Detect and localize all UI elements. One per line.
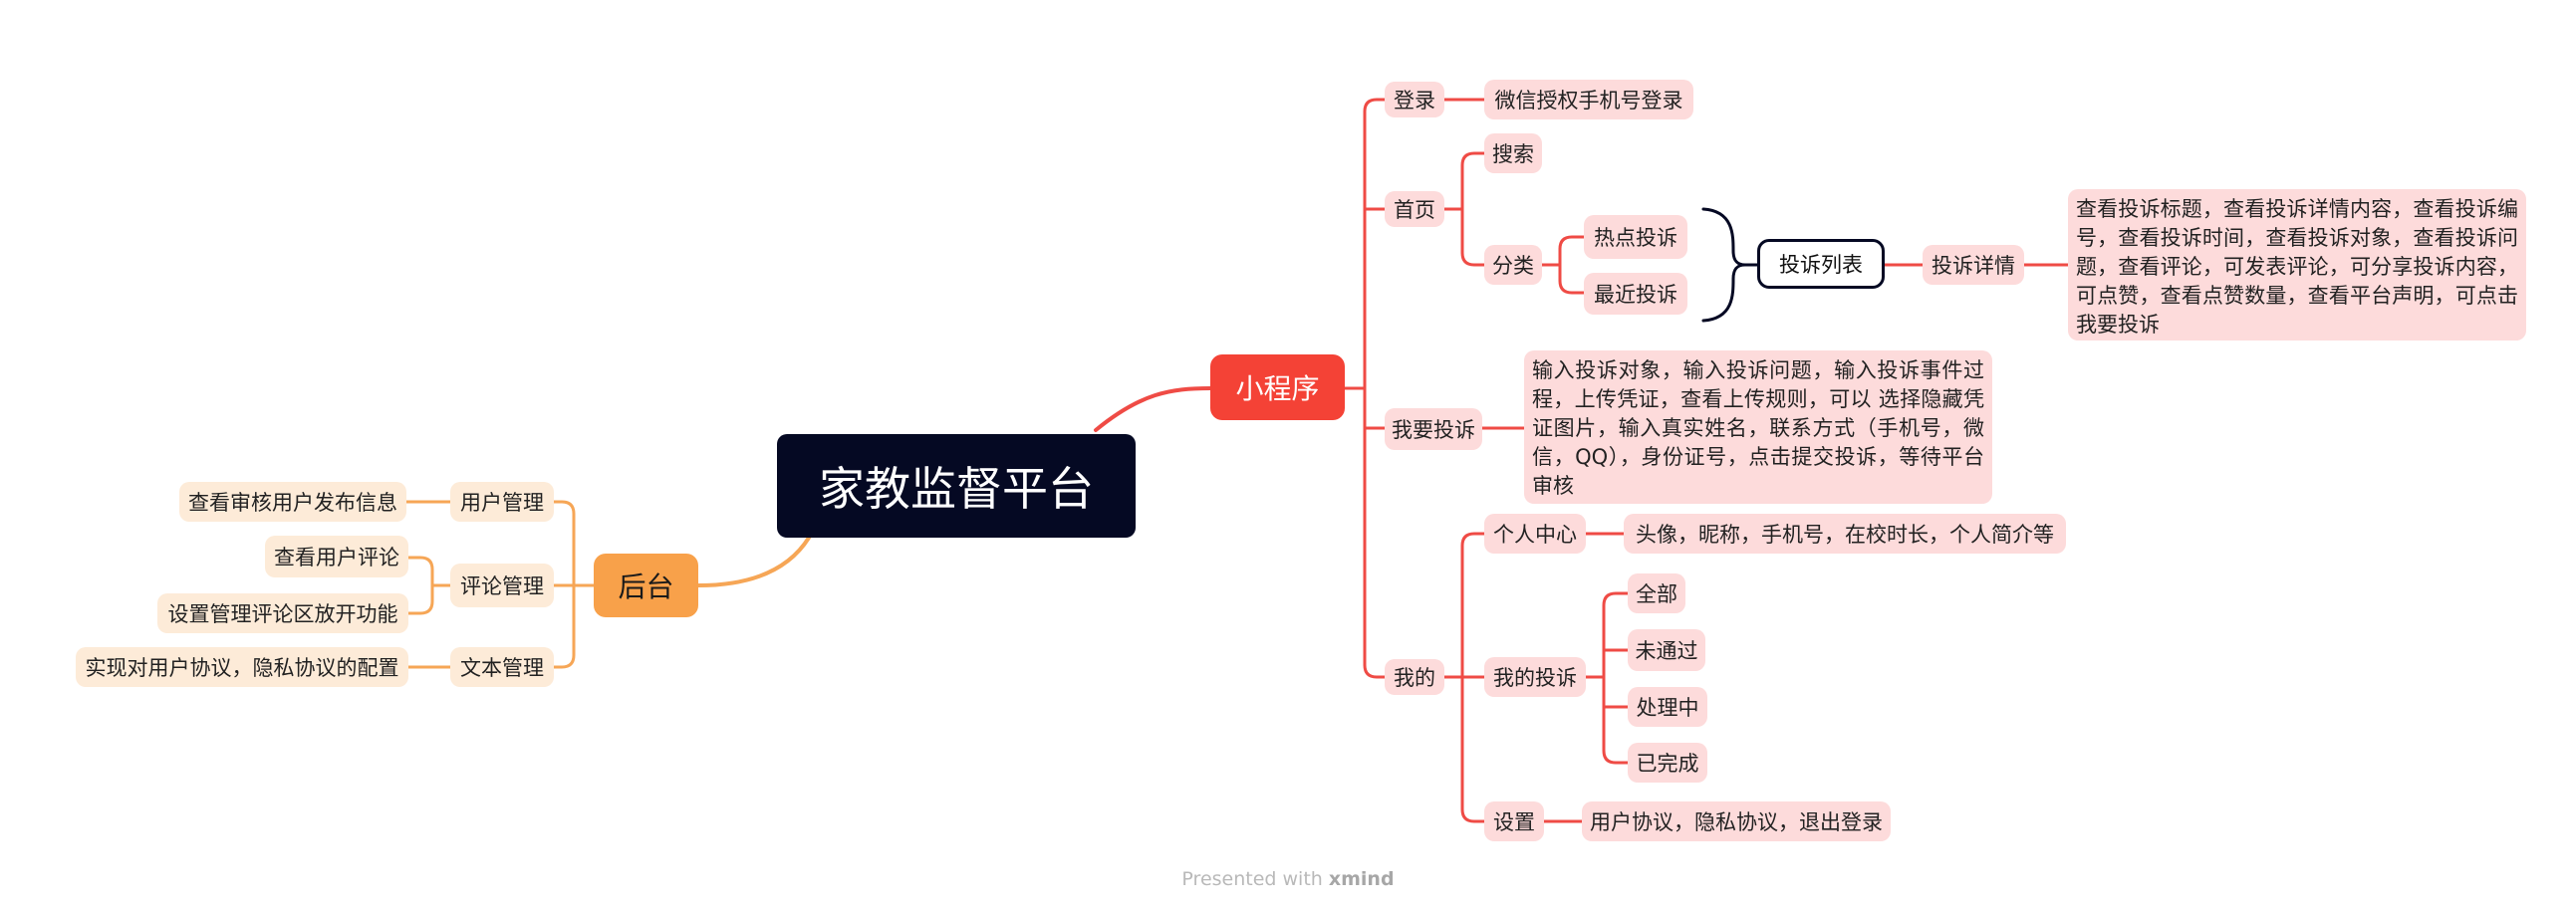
topic-hot-complaints[interactable]: 热点投诉	[1584, 215, 1687, 259]
topic-complain[interactable]: 我要投诉	[1385, 408, 1482, 450]
link-root-backend	[696, 536, 811, 587]
topic-settings[interactable]: 设置	[1484, 801, 1544, 841]
link-mp-trunk	[1343, 98, 1387, 679]
topic-mine[interactable]: 我的	[1385, 659, 1444, 695]
topic-complaint-list[interactable]: 投诉列表	[1757, 239, 1885, 289]
topic-login[interactable]: 登录	[1385, 82, 1444, 117]
topic-user-mgmt-detail[interactable]: 查看审核用户发布信息	[179, 482, 406, 522]
topic-category[interactable]: 分类	[1484, 245, 1542, 285]
topic-my-complaints[interactable]: 我的投诉	[1484, 657, 1586, 697]
link-backend-trunk	[552, 500, 596, 669]
link-root-miniprogram	[1094, 386, 1212, 432]
topic-backend[interactable]: 后台	[594, 554, 698, 617]
link-mp-branches	[1363, 207, 1387, 430]
topic-status-all[interactable]: 全部	[1628, 573, 1685, 613]
topic-comment-mgmt[interactable]: 评论管理	[450, 564, 554, 607]
root-topic[interactable]: 家教监督平台	[777, 434, 1136, 538]
topic-comment-detail-1[interactable]: 查看用户评论	[265, 536, 408, 577]
topic-status-processing[interactable]: 处理中	[1628, 687, 1707, 727]
topic-search[interactable]: 搜索	[1484, 133, 1542, 173]
topic-miniprogram[interactable]: 小程序	[1210, 354, 1345, 420]
topic-status-done[interactable]: 已完成	[1628, 743, 1707, 783]
link-comment-mgmt	[406, 556, 452, 615]
topic-settings-detail[interactable]: 用户协议，隐私协议，退出登录	[1582, 801, 1891, 841]
link-home	[1442, 151, 1486, 267]
topic-text-mgmt-detail[interactable]: 实现对用户协议，隐私协议的配置	[76, 647, 408, 687]
topic-user-mgmt[interactable]: 用户管理	[450, 482, 554, 522]
topic-profile[interactable]: 个人中心	[1484, 514, 1586, 554]
presented-with-footer: Presented with xmind	[0, 868, 2576, 890]
topic-login-detail[interactable]: 微信授权手机号登录	[1484, 80, 1693, 119]
xmind-brand[interactable]: xmind	[1328, 868, 1395, 890]
topic-complaint-detail[interactable]: 投诉详情	[1923, 245, 2024, 285]
topic-recent-complaints[interactable]: 最近投诉	[1584, 273, 1687, 315]
link-mycomplaints	[1584, 591, 1630, 765]
topic-text-mgmt[interactable]: 文本管理	[450, 647, 554, 687]
link-category	[1540, 235, 1586, 295]
topic-profile-detail[interactable]: 头像，昵称，手机号，在校时长，个人简介等	[1624, 514, 2066, 554]
topic-comment-detail-2[interactable]: 设置管理评论区放开功能	[157, 593, 408, 633]
brace	[1701, 207, 1746, 323]
topic-status-rejected[interactable]: 未通过	[1628, 629, 1705, 671]
topic-home[interactable]: 首页	[1385, 191, 1444, 227]
footer-prefix: Presented with	[1181, 868, 1323, 890]
topic-complain-detail[interactable]: 输入投诉对象，输入投诉问题，输入投诉事件过程，上传凭证，查看上传规则，可以 选择…	[1524, 350, 1992, 504]
link-mine	[1442, 532, 1486, 823]
topic-complaint-detail-text[interactable]: 查看投诉标题，查看投诉详情内容，查看投诉编号，查看投诉时间，查看投诉对象，查看投…	[2068, 189, 2526, 341]
